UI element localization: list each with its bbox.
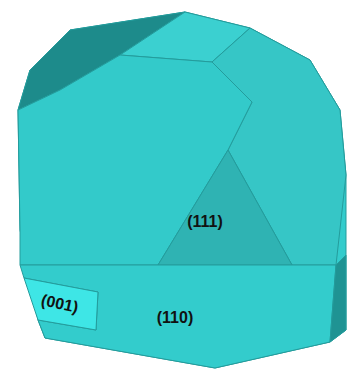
- crystal-outline: [18, 12, 346, 368]
- facet-110: [20, 265, 336, 368]
- facet-111: [158, 150, 292, 265]
- facet-001: [24, 278, 98, 330]
- facet-label: (111): [187, 214, 223, 230]
- facet-label: (110): [157, 310, 193, 326]
- right-edge-facet: [330, 255, 346, 342]
